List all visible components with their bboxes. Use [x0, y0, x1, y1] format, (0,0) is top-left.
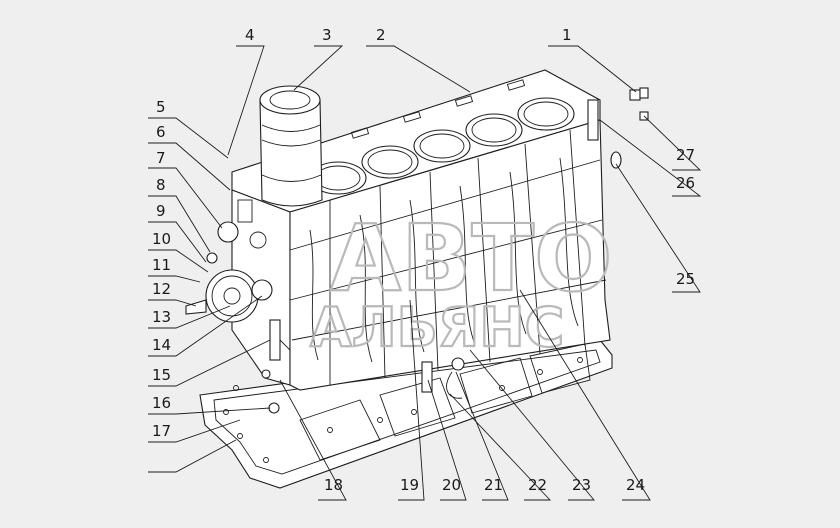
callout-5: 5: [156, 98, 166, 116]
callout-12: 12: [152, 280, 171, 298]
callout-4: 4: [245, 26, 255, 44]
callout-1: 1: [562, 26, 572, 44]
watermark-line2: АЛЬЯНС: [310, 296, 564, 359]
callout-8: 8: [156, 176, 166, 194]
callout-20: 20: [442, 476, 461, 494]
callout-27: 27: [676, 146, 695, 164]
callout-25: 25: [676, 270, 695, 288]
callout-23: 23: [572, 476, 591, 494]
callout-21: 21: [484, 476, 503, 494]
callout-24: 24: [626, 476, 645, 494]
callout-11: 11: [152, 256, 171, 274]
callout-26: 26: [676, 174, 695, 192]
watermark-line1: АВТО: [330, 205, 612, 312]
leader-lines: [148, 45, 702, 501]
callout-6: 6: [156, 123, 166, 141]
bottom-fittings: [261, 357, 465, 414]
callout-16: 16: [152, 394, 171, 412]
callout-3: 3: [322, 26, 332, 44]
callout-9: 9: [156, 202, 166, 220]
callout-17: 17: [152, 422, 171, 440]
callout-labels: 1 2 3 4 5 6 7 8 9 10 11 12 13 14 15 16 1…: [152, 26, 695, 494]
watermark: АВТО АЛЬЯНС: [309, 204, 613, 360]
callout-2: 2: [376, 26, 386, 44]
timing-gear: [185, 221, 273, 323]
callout-7: 7: [156, 149, 166, 167]
cylinder-bores: [298, 79, 575, 195]
callout-10: 10: [152, 230, 171, 248]
callout-15: 15: [152, 366, 171, 384]
callout-13: 13: [152, 308, 171, 326]
oil-pan-frame: [199, 339, 613, 489]
callout-14: 14: [152, 336, 171, 354]
cylinder-liner: [259, 85, 323, 207]
callout-19: 19: [400, 476, 419, 494]
callout-18: 18: [324, 476, 343, 494]
callout-22: 22: [528, 476, 547, 494]
